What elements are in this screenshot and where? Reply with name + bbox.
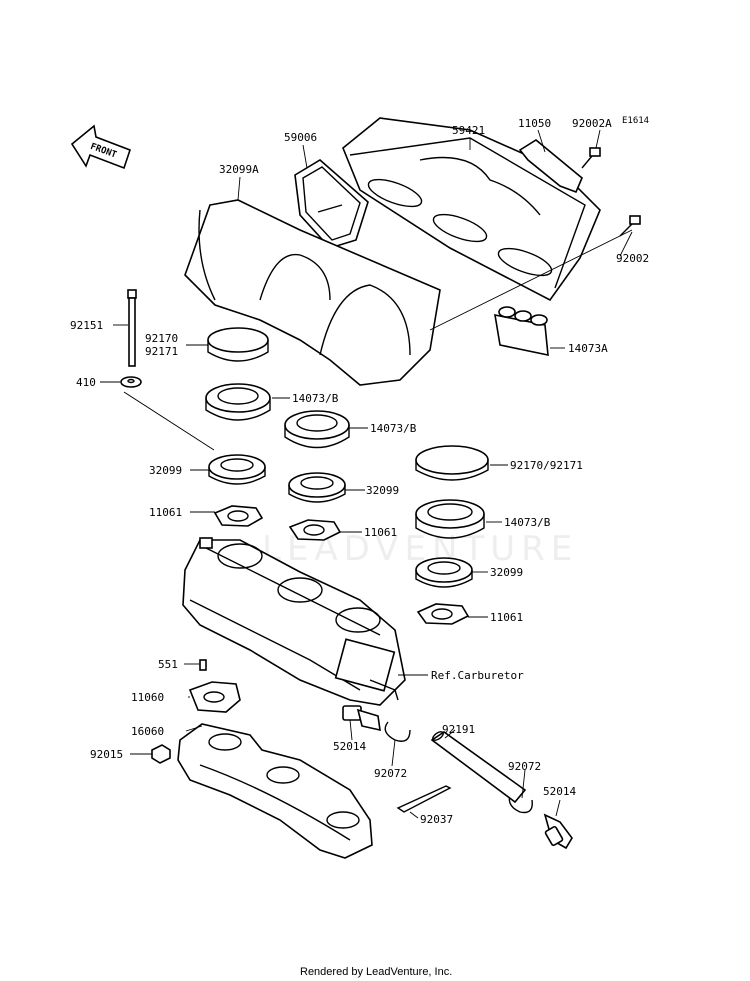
label-14073B-3[interactable]: 14073/B [504, 516, 551, 529]
label-11050[interactable]: 11050 [518, 117, 551, 130]
label-59006[interactable]: 59006 [284, 131, 317, 144]
label-14073B-2[interactable]: 14073/B [370, 422, 417, 435]
label-92170-92171[interactable]: 92170/92171 [510, 459, 583, 472]
seal-32099-1[interactable] [208, 454, 266, 485]
fitting-52014-1[interactable] [342, 705, 381, 732]
bracket-11050[interactable] [518, 139, 583, 194]
label-32099-3[interactable]: 32099 [490, 566, 523, 579]
label-92072-1[interactable]: 92072 [374, 767, 407, 780]
label-92151[interactable]: 92151 [70, 319, 103, 332]
leader-lines [100, 129, 633, 819]
nut-92015[interactable] [151, 744, 171, 764]
clamp-92072-1[interactable] [384, 721, 411, 742]
label-92015[interactable]: 92015 [90, 748, 123, 761]
gasket-11061-1[interactable] [213, 505, 264, 527]
label-16060[interactable]: 16060 [131, 725, 164, 738]
manifold-16060[interactable] [177, 723, 373, 859]
label-92072-2[interactable]: 92072 [508, 760, 541, 773]
gasket-11060[interactable] [188, 681, 241, 713]
label-92002A[interactable]: 92002A [572, 117, 612, 130]
label-32099-2[interactable]: 32099 [366, 484, 399, 497]
gasket-11061-3[interactable] [416, 603, 470, 625]
duct-14073A[interactable] [494, 306, 549, 357]
label-410[interactable]: 410 [76, 376, 96, 389]
front-arrow-icon: FRONT [70, 124, 132, 170]
bolt-92002[interactable] [619, 215, 641, 237]
label-11060[interactable]: 11060 [131, 691, 164, 704]
duct-14073B-3[interactable] [415, 499, 485, 539]
label-92037[interactable]: 92037 [420, 813, 453, 826]
duct-14073B-2[interactable] [284, 410, 350, 449]
clip-92037[interactable] [396, 785, 452, 813]
label-551[interactable]: 551 [158, 658, 178, 671]
label-ref-carburetor[interactable]: Ref.Carburetor [431, 669, 524, 682]
seal-32099-3[interactable] [415, 557, 473, 588]
footer-credit: Rendered by LeadVenture, Inc. [300, 966, 452, 978]
fitting-52014-2[interactable] [543, 813, 573, 850]
label-32099A[interactable]: 32099A [219, 163, 259, 176]
part-labels: 32099A 59006 59421 11050 92002A 92002 92… [70, 117, 649, 826]
seal-32099-2[interactable] [288, 472, 346, 503]
bolt-92002A[interactable] [581, 147, 601, 169]
label-52014-2[interactable]: 52014 [543, 785, 576, 798]
label-92171-top[interactable]: 92171 [145, 345, 178, 358]
label-59421[interactable]: 59421 [452, 124, 485, 137]
label-11061-2[interactable]: 11061 [364, 526, 397, 539]
label-11061-1[interactable]: 11061 [149, 506, 182, 519]
pin-551[interactable] [199, 659, 207, 671]
label-32099-1[interactable]: 32099 [149, 464, 182, 477]
label-14073B-1[interactable]: 14073/B [292, 392, 339, 405]
hose-92191[interactable] [430, 730, 527, 804]
gasket-59006[interactable] [294, 159, 369, 249]
label-14073A[interactable]: 14073A [568, 342, 608, 355]
washer-410[interactable] [120, 376, 142, 388]
label-11061-3[interactable]: 11061 [490, 611, 523, 624]
label-92170-top[interactable]: 92170 [145, 332, 178, 345]
air-filter-32099A[interactable] [184, 199, 441, 386]
diagram-code: E1614 [622, 116, 649, 126]
label-52014-1[interactable]: 52014 [333, 740, 366, 753]
duct-14073B-1[interactable] [205, 383, 271, 421]
clamp-92170-92171-top[interactable] [207, 327, 269, 362]
clamp-92170-92171-right[interactable] [415, 445, 489, 481]
label-92191[interactable]: 92191 [442, 723, 475, 736]
carburetor-assembly[interactable] [182, 537, 406, 706]
label-92002[interactable]: 92002 [616, 252, 649, 265]
bolt-92151[interactable] [127, 289, 137, 367]
